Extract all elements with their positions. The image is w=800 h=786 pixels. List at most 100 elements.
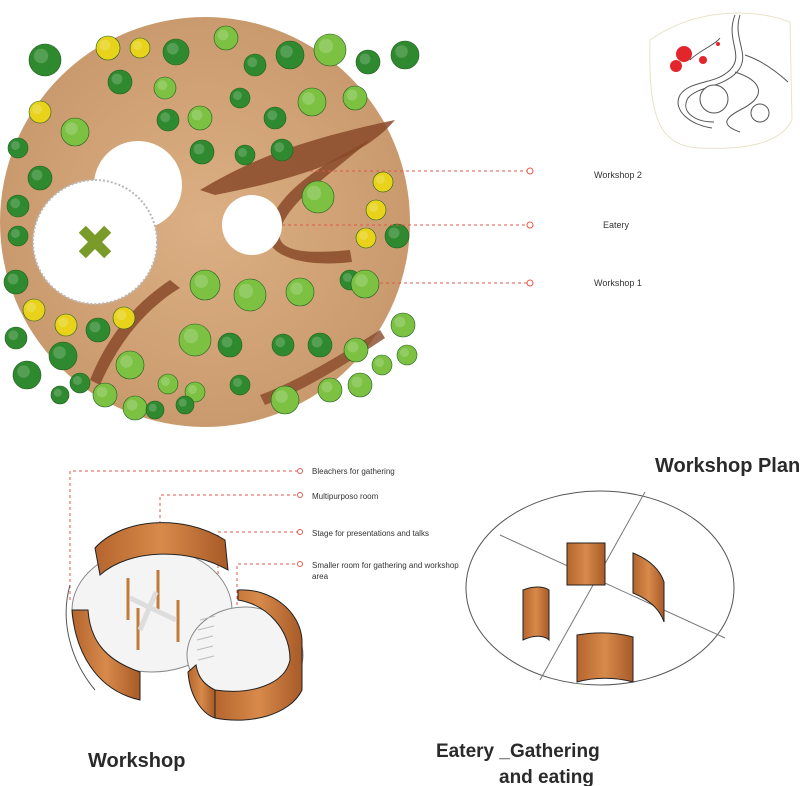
path-lower: [90, 280, 180, 385]
key-map: [649, 12, 793, 149]
tree-canopy: [54, 313, 78, 337]
tree-canopy: [189, 269, 221, 301]
tree-highlight: [194, 274, 208, 288]
tree-canopy: [7, 225, 29, 247]
tree-highlight: [31, 169, 43, 181]
tree-highlight: [275, 390, 288, 403]
tree-canopy: [27, 165, 53, 191]
tree-highlight: [347, 341, 359, 353]
tree-canopy: [301, 180, 335, 214]
tree-canopy: [129, 37, 151, 59]
tree-highlight: [26, 302, 37, 313]
trees-layer: [3, 25, 420, 421]
tree-canopy: [313, 33, 347, 67]
tree-canopy: [213, 25, 239, 51]
tree-canopy: [157, 373, 179, 395]
tree-highlight: [161, 377, 170, 386]
eatery-axon: Eatery _Gathering and eating: [436, 490, 735, 786]
tree-highlight: [126, 399, 138, 411]
tree-canopy: [347, 372, 373, 398]
tree-canopy: [371, 354, 393, 376]
tree-highlight: [359, 231, 368, 240]
tree-canopy: [162, 38, 190, 66]
tree-canopy: [271, 333, 295, 357]
tree-canopy: [275, 40, 305, 70]
tree-highlight: [96, 386, 108, 398]
tree-highlight: [221, 336, 233, 348]
tree-highlight: [65, 122, 78, 135]
tree-canopy: [60, 117, 90, 147]
label-smaller-room-2: area: [312, 572, 329, 581]
key-map-eatery: [750, 103, 770, 123]
location-dot-icon: [670, 60, 682, 72]
tree-canopy: [187, 105, 213, 131]
tree-highlight: [8, 330, 19, 341]
tree-highlight: [217, 29, 229, 41]
tree-canopy: [307, 332, 333, 358]
site-plan: [0, 17, 420, 427]
tree-canopy: [92, 382, 118, 408]
tree-canopy: [350, 269, 380, 299]
tree-canopy: [6, 194, 30, 218]
tree-highlight: [89, 321, 101, 333]
tree-highlight: [306, 185, 322, 201]
tree-highlight: [388, 227, 400, 239]
tree-highlight: [157, 80, 168, 91]
large-room-wall: [94, 522, 229, 576]
tree-canopy: [270, 138, 294, 162]
tree-canopy: [270, 385, 300, 415]
tree-highlight: [99, 39, 111, 51]
tree-highlight: [233, 378, 242, 387]
tree-highlight: [7, 273, 19, 285]
tree-highlight: [369, 203, 378, 212]
tree-highlight: [355, 274, 368, 287]
eatery-wall-left: [522, 586, 550, 642]
tree-canopy: [396, 344, 418, 366]
tree-highlight: [395, 45, 408, 58]
tree-highlight: [53, 388, 62, 397]
tree-canopy: [12, 360, 42, 390]
tree-highlight: [376, 175, 385, 184]
tree-highlight: [120, 355, 133, 368]
tree-canopy: [343, 337, 369, 363]
tree-highlight: [148, 403, 157, 412]
eatery-wall-top: [566, 542, 606, 586]
tree-canopy: [229, 374, 251, 396]
tree-canopy: [233, 278, 267, 312]
tree-highlight: [318, 38, 334, 54]
plan-title: Workshop Plan: [655, 455, 800, 477]
tree-highlight: [111, 73, 123, 85]
tree-highlight: [351, 376, 363, 388]
path-loop: [267, 140, 370, 264]
tree-canopy: [50, 385, 70, 405]
tree-highlight: [191, 109, 203, 121]
tree-highlight: [53, 346, 66, 359]
label-stage: Stage for presentations and talks: [312, 529, 429, 538]
tree-canopy: [217, 332, 243, 358]
label-smaller-room-1: Smaller room for gathering and workshop: [312, 561, 459, 570]
tree-canopy: [189, 139, 215, 165]
tree-canopy: [85, 317, 111, 343]
tree-highlight: [343, 273, 352, 282]
tree-canopy: [342, 85, 368, 111]
tree-canopy: [263, 106, 287, 130]
tree-canopy: [28, 100, 52, 124]
tree-highlight: [267, 110, 278, 121]
tree-highlight: [311, 336, 323, 348]
tree-highlight: [178, 398, 187, 407]
tree-canopy: [355, 227, 377, 249]
tree-highlight: [133, 41, 142, 50]
tree-canopy: [234, 144, 256, 166]
tree-canopy: [95, 35, 121, 61]
tree-highlight: [274, 142, 285, 153]
tree-canopy: [48, 341, 78, 371]
tree-canopy: [107, 69, 133, 95]
leader-bleachers: [69, 470, 298, 600]
tree-canopy: [69, 372, 91, 394]
x-mark-icon: [78, 225, 112, 259]
tree-highlight: [11, 141, 20, 150]
workshop-title: Workshop: [88, 750, 185, 772]
path-upper: [200, 120, 395, 195]
tree-canopy: [4, 326, 28, 350]
tree-highlight: [280, 45, 293, 58]
